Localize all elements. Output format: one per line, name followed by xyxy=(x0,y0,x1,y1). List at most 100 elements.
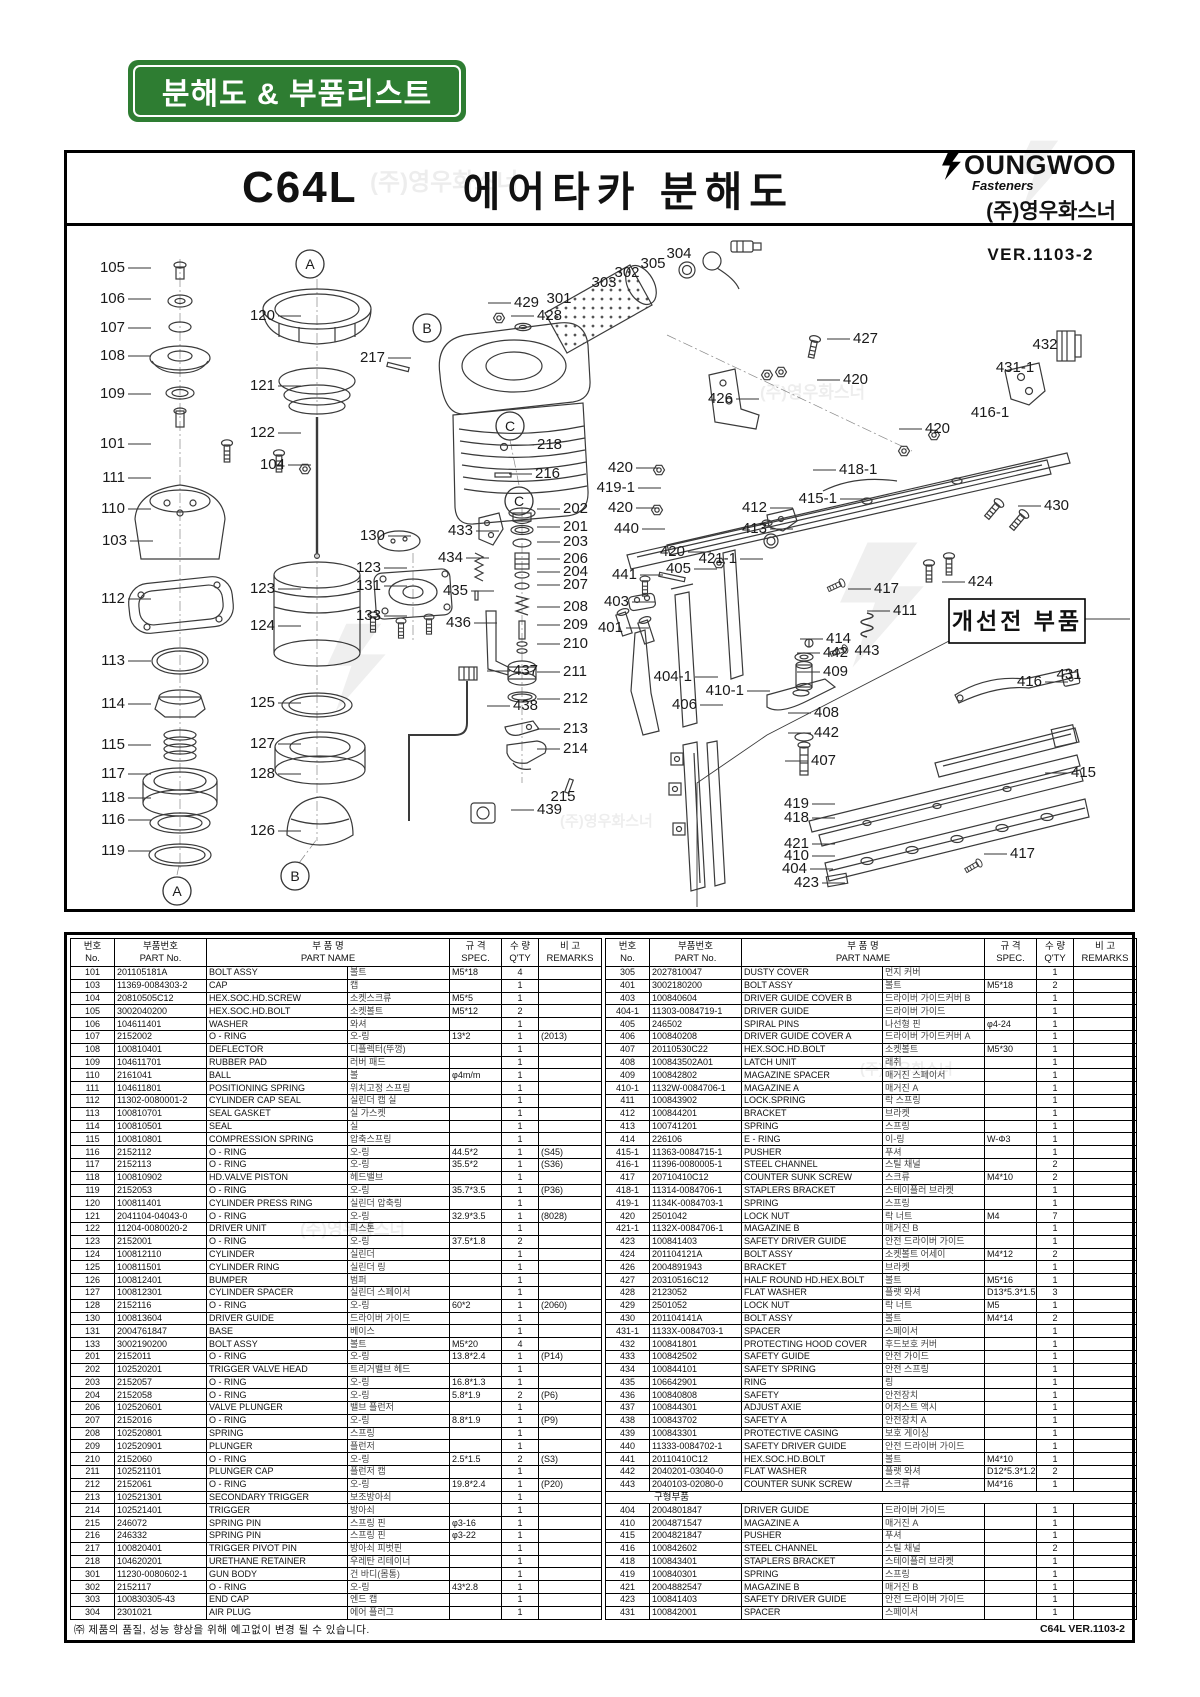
part-callout-218: 218 xyxy=(537,436,562,453)
ref-bubble-A: A xyxy=(295,249,325,279)
part-callout-420: 420 xyxy=(608,459,633,476)
part-callout-419: 419 xyxy=(784,795,809,812)
ref-bubble-C: C xyxy=(504,486,534,516)
part-callout-217: 217 xyxy=(360,349,385,366)
part-callout-424: 424 xyxy=(968,573,993,590)
part-callout-123: 123 xyxy=(250,580,275,597)
parts-table-left: 번호 No. 부품번호 PART No. 부 품 명 PART NAME 규 격… xyxy=(70,938,602,1620)
ref-bubble-B: B xyxy=(412,313,442,343)
base-assembly xyxy=(367,568,453,639)
company-name: (주)영우화스너 xyxy=(986,199,1116,223)
part-callout-401: 401 xyxy=(598,619,623,636)
part-callout-118: 118 xyxy=(101,789,125,806)
part-callout-105: 105 xyxy=(100,259,125,276)
part-callout-441: 441 xyxy=(612,566,637,583)
part-callout-403: 403 xyxy=(604,593,629,610)
part-callout-211: 211 xyxy=(563,663,587,680)
part-callout-107: 107 xyxy=(100,319,125,336)
part-callout-106: 106 xyxy=(100,290,125,307)
part-callout-127: 127 xyxy=(250,735,275,752)
col-part-no: 부품번호 PART No. xyxy=(649,938,742,967)
latch-column xyxy=(766,577,874,776)
version-label: VER.1103-2 xyxy=(987,245,1094,264)
part-callout-432: 432 xyxy=(1032,336,1057,353)
improved-parts-label-box xyxy=(948,598,1086,644)
part-callout-122: 122 xyxy=(250,424,275,441)
part-callout-412: 412 xyxy=(742,499,767,516)
part-callout-124: 124 xyxy=(250,617,275,634)
part-callout-214: 214 xyxy=(563,740,588,757)
exploded-view-panel: C64L 에어타카 분해도 OUNGWOO Fasteners (주)영우화스너… xyxy=(64,150,1135,912)
svg-text:C: C xyxy=(505,418,515,434)
table-header-row: 번호 No. 부품번호 PART No. 부 품 명 PART NAME 규 격… xyxy=(605,938,1137,967)
part-callout-434: 434 xyxy=(438,549,463,566)
part-callout-439: 439 xyxy=(537,801,562,818)
part-callout-436: 436 xyxy=(446,614,471,631)
part-callout-114: 114 xyxy=(101,695,125,712)
part-callout-416: 416 xyxy=(1017,673,1042,690)
part-callout-404: 404 xyxy=(782,860,807,877)
centerlines xyxy=(176,259,913,876)
svg-text:A: A xyxy=(172,883,182,899)
page-title: 에어타카 분해도 xyxy=(462,169,795,215)
part-callout-417: 417 xyxy=(874,580,899,597)
part-callout-111: 111 xyxy=(102,469,125,486)
part-callout-415: 415 xyxy=(1071,764,1096,781)
model-code: C64L xyxy=(242,163,358,212)
part-callout-116: 116 xyxy=(101,811,125,828)
part-callout-442: 442 xyxy=(823,644,848,661)
part-callout-409: 409 xyxy=(823,663,848,680)
part-callout-103: 103 xyxy=(102,532,127,549)
part-callout-112: 112 xyxy=(101,590,125,607)
col-no: 번호 No. xyxy=(70,938,115,967)
part-callout-420: 420 xyxy=(608,499,633,516)
part-callout-126: 126 xyxy=(250,822,275,839)
part-callout-440: 440 xyxy=(614,520,639,537)
part-callout-209: 209 xyxy=(563,616,588,633)
part-callout-208: 208 xyxy=(563,598,588,615)
part-callout-437: 437 xyxy=(513,662,538,679)
part-callout-423: 423 xyxy=(794,874,819,891)
part-callout-125: 125 xyxy=(250,694,275,711)
part-callout-416-1: 416-1 xyxy=(971,404,1009,421)
part-callout-201: 201 xyxy=(563,518,588,535)
part-callout-301: 301 xyxy=(546,290,571,307)
part-callout-121: 121 xyxy=(250,377,275,394)
part-callout-407: 407 xyxy=(811,752,836,769)
part-callout-443: 443 xyxy=(854,642,879,659)
